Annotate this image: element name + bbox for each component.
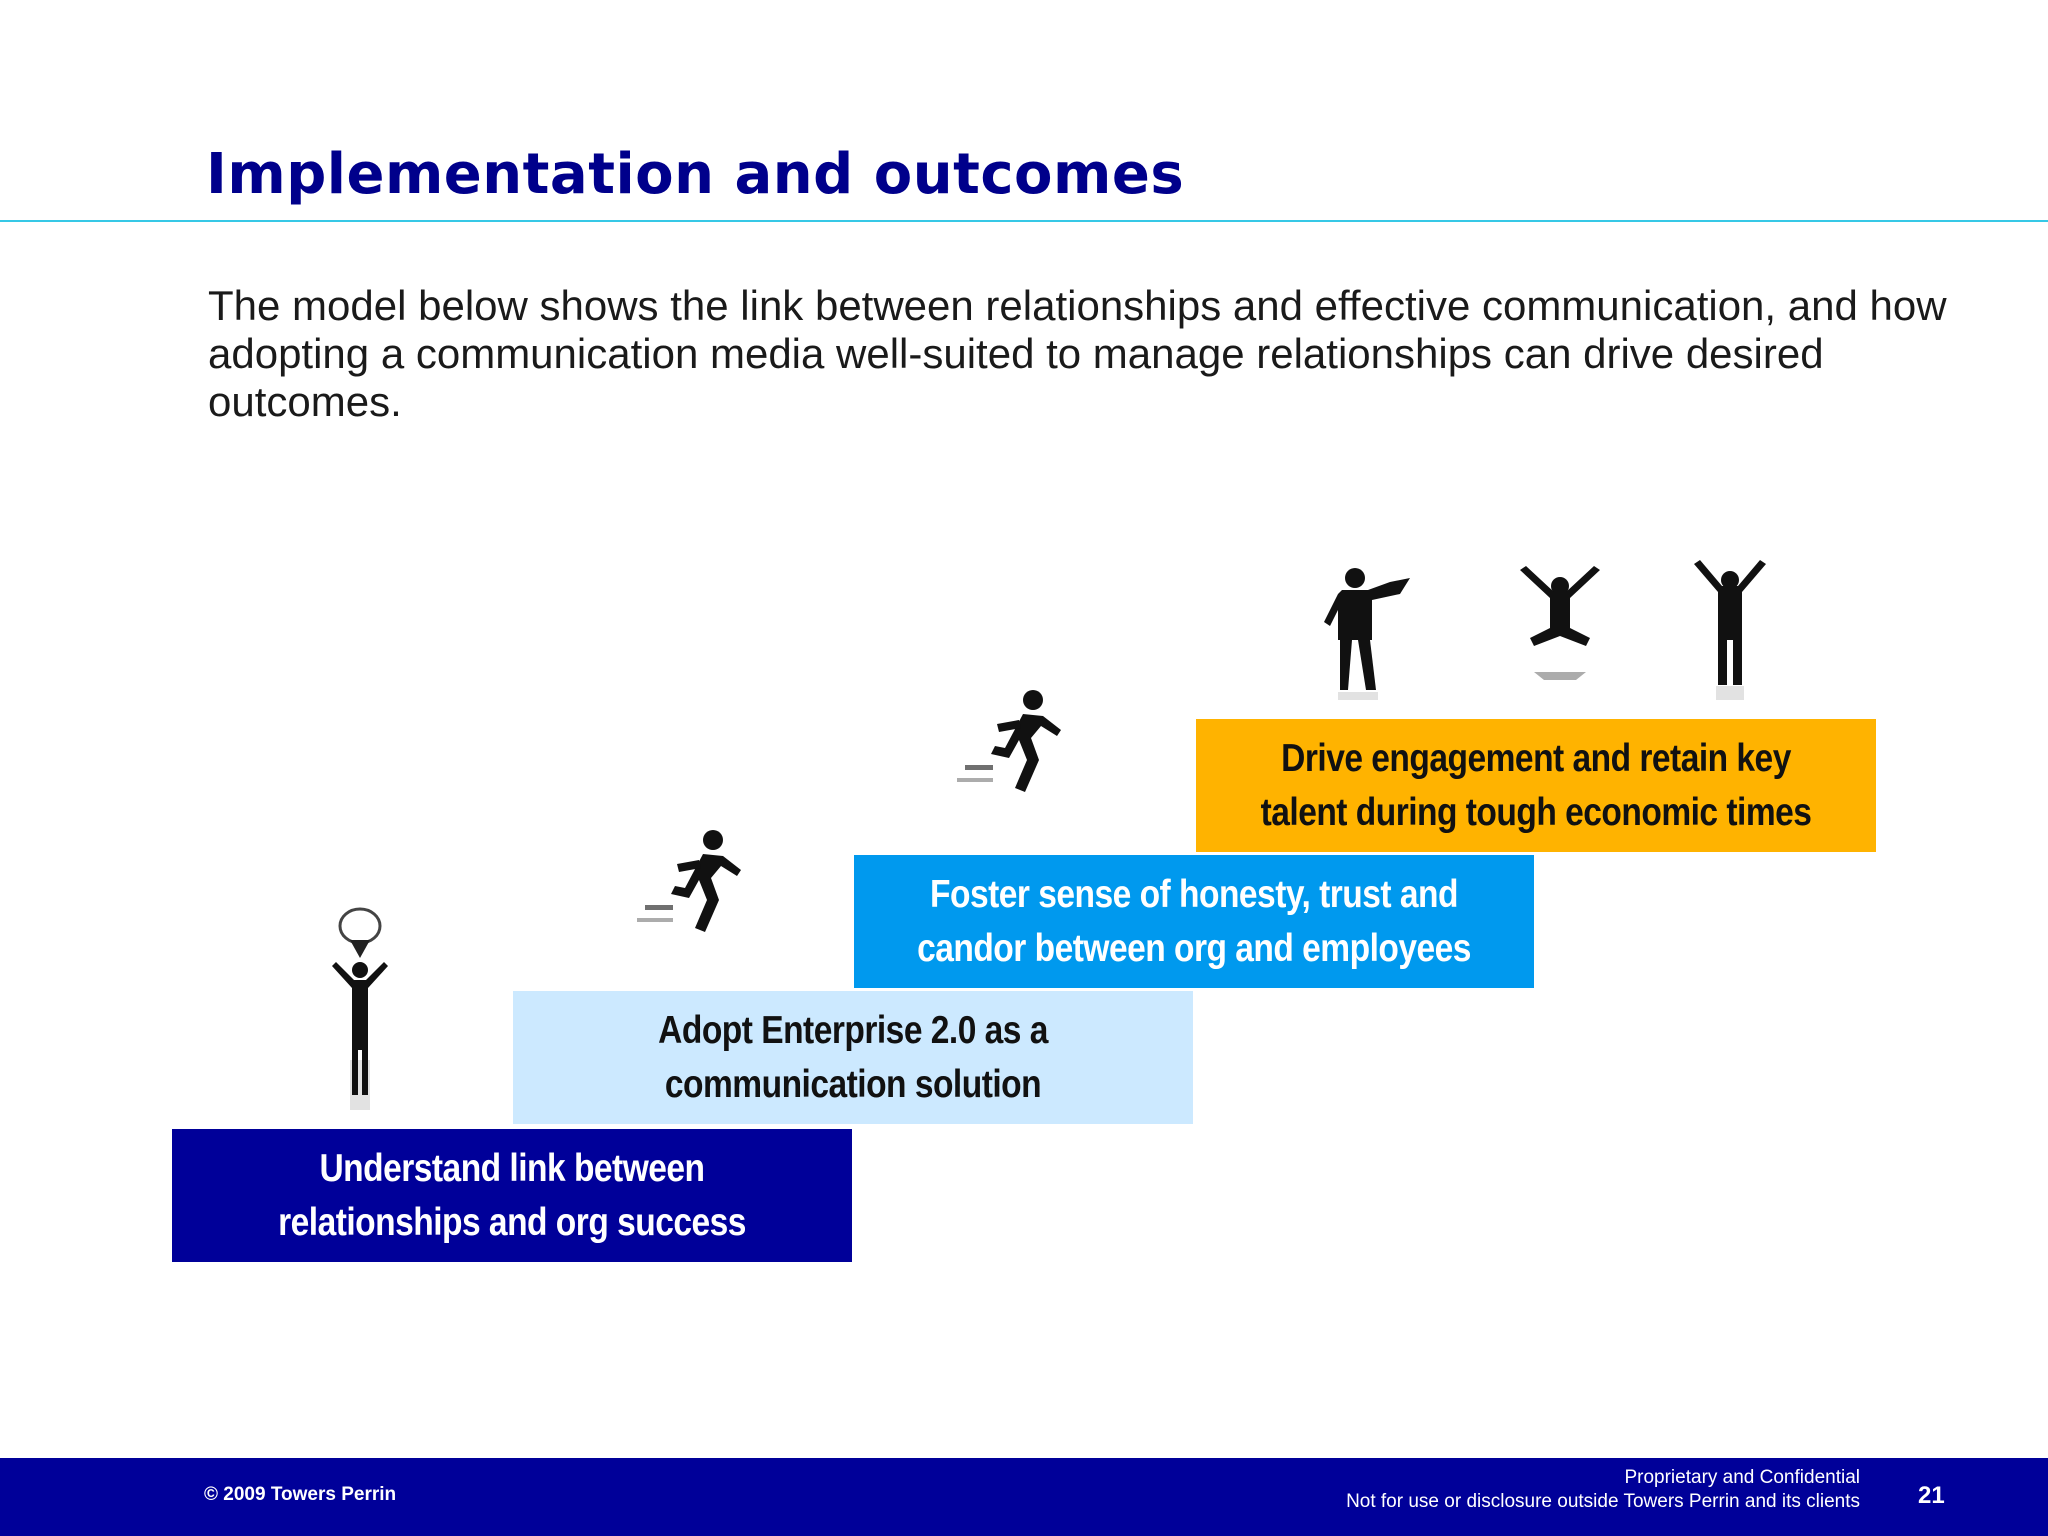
- step-2-adopt: Adopt Enterprise 2.0 as a communication …: [513, 991, 1193, 1124]
- step-1-label: Understand link between relationships an…: [278, 1146, 746, 1244]
- step-3-foster: Foster sense of honesty, trust and cando…: [854, 855, 1534, 988]
- copyright-text: © 2009 Towers Perrin: [204, 1484, 397, 1505]
- running-person-icon: [957, 690, 1061, 792]
- confidentiality-notice: Proprietary and Confidential Not for use…: [1346, 1466, 1860, 1514]
- jumping-person-icon: [1520, 566, 1600, 680]
- confidential-line-1: Proprietary and Confidential: [1624, 1467, 1860, 1488]
- footer-bar: © 2009 Towers Perrin Proprietary and Con…: [0, 1458, 2048, 1536]
- step-4-label: Drive engagement and retain key talent d…: [1260, 736, 1812, 834]
- step-4-drive: Drive engagement and retain key talent d…: [1196, 719, 1876, 852]
- cheering-person-icon: [1694, 560, 1766, 700]
- intro-paragraph: The model below shows the link between r…: [208, 282, 1947, 425]
- confidential-line-2: Not for use or disclosure outside Towers…: [1346, 1491, 1860, 1512]
- step-1-understand: Understand link between relationships an…: [172, 1129, 852, 1262]
- title-divider: [0, 220, 2048, 222]
- step-2-label: Adopt Enterprise 2.0 as a communication …: [658, 1008, 1048, 1106]
- hero-person-icon: [1324, 568, 1410, 700]
- running-person-icon: [637, 830, 741, 932]
- slide-title: Implementation and outcomes: [206, 142, 1185, 207]
- page-number: 21: [1918, 1482, 1945, 1509]
- thinking-person-icon: [332, 907, 388, 1110]
- step-3-label: Foster sense of honesty, trust and cando…: [917, 872, 1471, 970]
